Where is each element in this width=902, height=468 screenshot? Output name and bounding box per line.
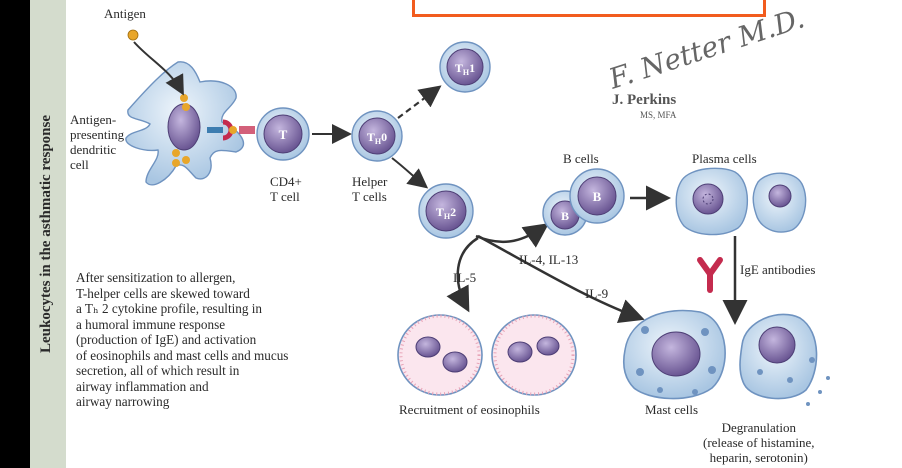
author-name: J. Perkins [612,92,676,109]
description-text: After sensitization to allergen, T-helpe… [76,270,288,410]
svg-text:B: B [561,209,569,223]
ige-antibody-icon [700,260,720,290]
eosinophil-cell-2 [492,315,576,395]
label-il5: IL-5 [453,270,476,285]
label-antigen: Antigen [104,6,146,21]
degranulating-mast-cell [740,314,830,406]
label-mast-cells: Mast cells [645,402,698,417]
eosinophil-cell-1 [398,315,482,395]
th0-to-th1-dashed-arrow [398,88,438,118]
label-il4-il13: IL-4, IL-13 [519,252,578,267]
th0-cell: TH0 [352,111,402,161]
label-il9: IL-9 [585,286,608,301]
th2-to-mast-cells-arrow [478,236,640,318]
label-b-cells: B cells [563,151,599,166]
plasma-cell-large [676,168,747,234]
label-plasma-cells: Plasma cells [692,151,757,166]
b-cells: B B [543,169,624,235]
label-ige-antibodies: IgE antibodies [740,262,815,277]
th2-cell: TH2 [419,184,473,238]
th0-to-th2-arrow [392,158,425,186]
plasma-cell-small [753,173,805,232]
t-cell-letter: T [279,127,288,142]
author-credentials: MS, MFA [640,110,676,120]
label-degranulation: Degranulation(release of histamine,hepar… [703,420,815,465]
svg-text:B: B [593,189,602,204]
label-cd4-t-cell: CD4+T cell [270,174,302,204]
cd4-t-cell: T [257,108,309,160]
th1-cell: TH1 [440,42,490,92]
antigen-particle-icon [128,30,138,40]
label-recruitment-eosinophils: Recruitment of eosinophils [399,402,540,417]
mast-cell [624,311,725,399]
